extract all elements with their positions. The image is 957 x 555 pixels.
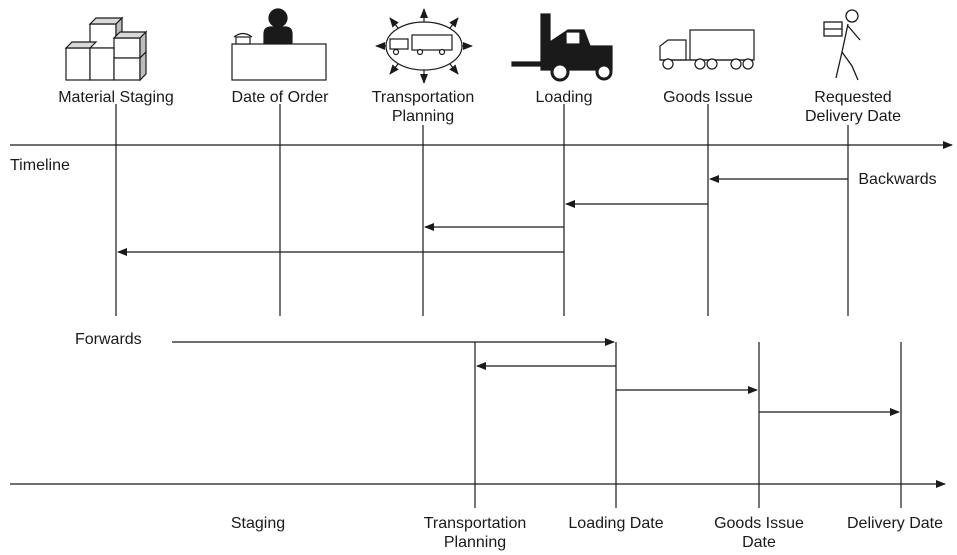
forwards-label: Forwards — [75, 331, 142, 348]
boxes-icon — [64, 16, 148, 82]
transport-planning-icon — [375, 8, 473, 84]
stage-label-date-of-order: Date of Order — [231, 89, 329, 106]
stage-label-material-staging: Material Staging — [58, 89, 174, 106]
date-label-delivery: Delivery Date — [846, 515, 944, 532]
date-label-staging: Staging — [230, 515, 286, 532]
backwards-label: Backwards — [858, 171, 937, 188]
stage-label-loading: Loading — [535, 89, 593, 106]
stage-label-requested-delivery-date: Requested Delivery Date — [804, 89, 902, 125]
delivery-person-icon — [823, 9, 861, 81]
forwards-arrows — [172, 338, 900, 416]
date-label-transportation-planning: Transportation Planning — [423, 515, 527, 551]
order-desk-icon — [231, 8, 327, 81]
truck-icon — [659, 29, 755, 70]
backwards-arrows — [117, 175, 848, 256]
stage-label-transportation-planning: Transportation Planning — [371, 89, 475, 125]
date-label-goods-issue: Goods Issue Date — [714, 515, 804, 551]
stage-label-goods-issue: Goods Issue — [663, 89, 753, 106]
date-label-loading: Loading Date — [568, 515, 664, 532]
forklift-icon — [511, 13, 613, 82]
top-milestone-lines — [115, 104, 849, 316]
timeline-label: Timeline — [10, 157, 70, 174]
bottom-milestone-lines — [474, 342, 902, 508]
